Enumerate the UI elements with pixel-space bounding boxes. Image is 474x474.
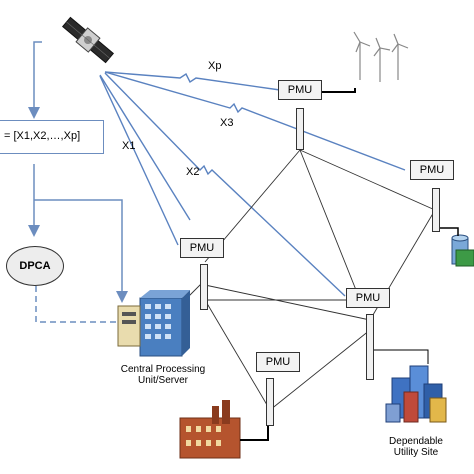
turbine-connector (322, 88, 356, 93)
pmu-bus-2 (432, 188, 440, 232)
factory-connector (240, 420, 269, 441)
utility-connector (372, 349, 429, 364)
server-caption: Central Processing Unit/Server (118, 364, 208, 386)
pmu-bus-5 (266, 378, 274, 426)
signal-label-x3: X3 (220, 117, 234, 129)
server-building-icon (117, 290, 190, 357)
pmu-node-5: PMU (256, 352, 300, 372)
link-x1 (99, 74, 191, 221)
pmu-node-1: PMU (278, 80, 322, 100)
utility-city-icon (385, 365, 447, 423)
dpca-label: DPCA (19, 260, 51, 272)
server-caption-line2: Unit/Server (137, 375, 188, 386)
sensor-vector-box: = [X1,X2,…,Xp] (0, 120, 104, 154)
plant-connector (440, 227, 459, 236)
signal-label-x2: X2 (186, 166, 200, 178)
link-x1b (99, 75, 179, 246)
link-x3 (104, 71, 406, 171)
wind-turbine-icon (353, 31, 409, 82)
pmu-bus-1 (296, 108, 304, 150)
pmu-node-4: PMU (346, 288, 390, 308)
link-x2 (104, 72, 346, 297)
link-xp (104, 71, 281, 91)
satellite-links (99, 71, 406, 297)
pmu-bus-3 (200, 264, 208, 310)
signal-label-x1: X1 (122, 140, 136, 152)
flowchart-connectors (28, 41, 128, 323)
power-plant-icon (451, 234, 474, 267)
sensor-vector-label: = [X1,X2,…,Xp] (4, 130, 81, 142)
pmu-bus-4 (366, 314, 374, 380)
satellite-icon (61, 16, 115, 64)
server-caption-line1: Central Processing (120, 364, 206, 375)
pmu-node-3: PMU (180, 238, 224, 258)
factory-icon (179, 400, 241, 459)
dpca-node: DPCA (6, 246, 64, 286)
signal-label-xp: Xp (208, 60, 222, 72)
pmu-node-2: PMU (410, 160, 454, 180)
utility-caption-line2: Utility Site (393, 447, 439, 458)
utility-caption: Dependable Utility Site (376, 436, 456, 458)
utility-caption-line1: Dependable (389, 436, 443, 447)
